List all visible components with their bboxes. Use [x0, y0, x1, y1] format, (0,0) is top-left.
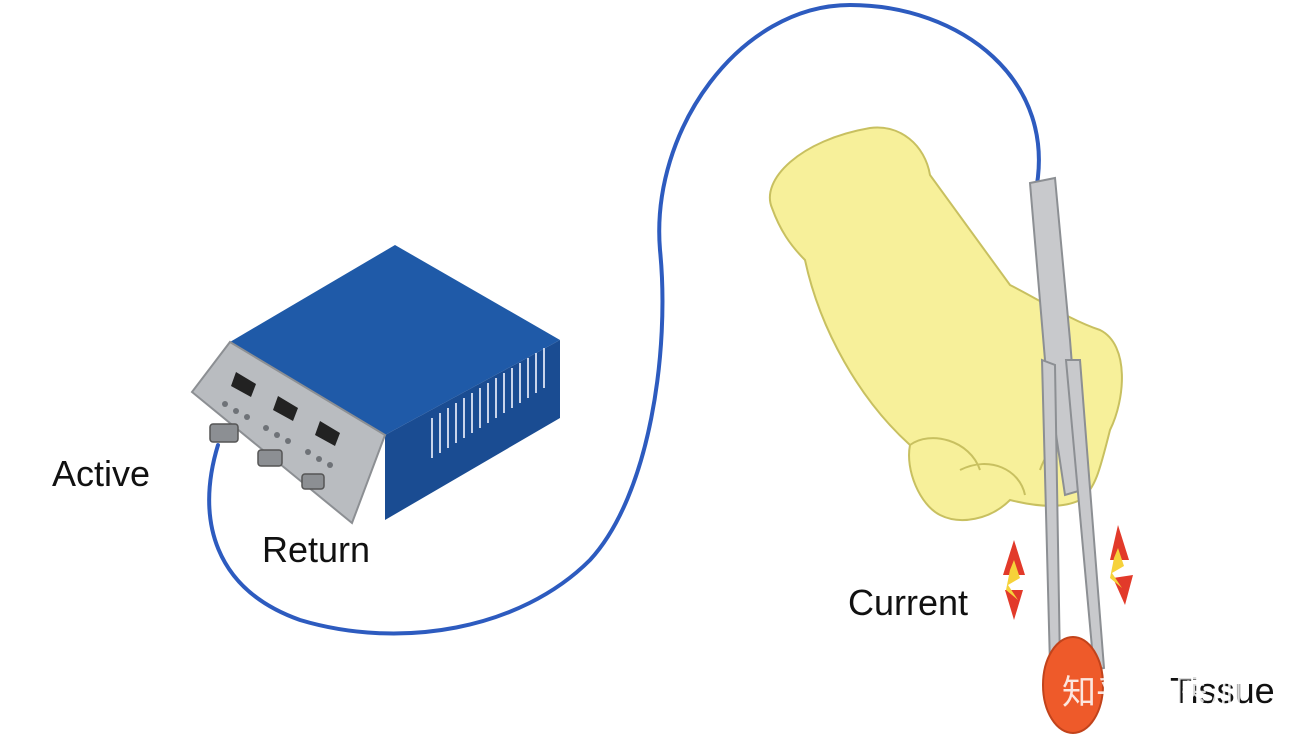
current-arrows [1003, 525, 1133, 620]
generator [190, 245, 560, 525]
tissue [1042, 636, 1104, 734]
current-arrow-left [1003, 540, 1025, 620]
cable [207, 2, 1041, 636]
generator-vents [431, 348, 545, 458]
generator-top [230, 245, 560, 435]
label-tissue: Tissue [1170, 670, 1275, 711]
forceps [1028, 176, 1106, 672]
label-return: Return [262, 529, 370, 570]
generator-buttons [222, 401, 333, 468]
current-arrow-right [1110, 525, 1133, 605]
generator-sockets [209, 423, 325, 490]
label-active: Active [52, 453, 150, 494]
generator-displays [231, 372, 340, 446]
label-current: Current [848, 582, 968, 623]
watermark: 知乎 @医加 [1062, 673, 1243, 713]
forceps-blade-right [1064, 359, 1106, 672]
